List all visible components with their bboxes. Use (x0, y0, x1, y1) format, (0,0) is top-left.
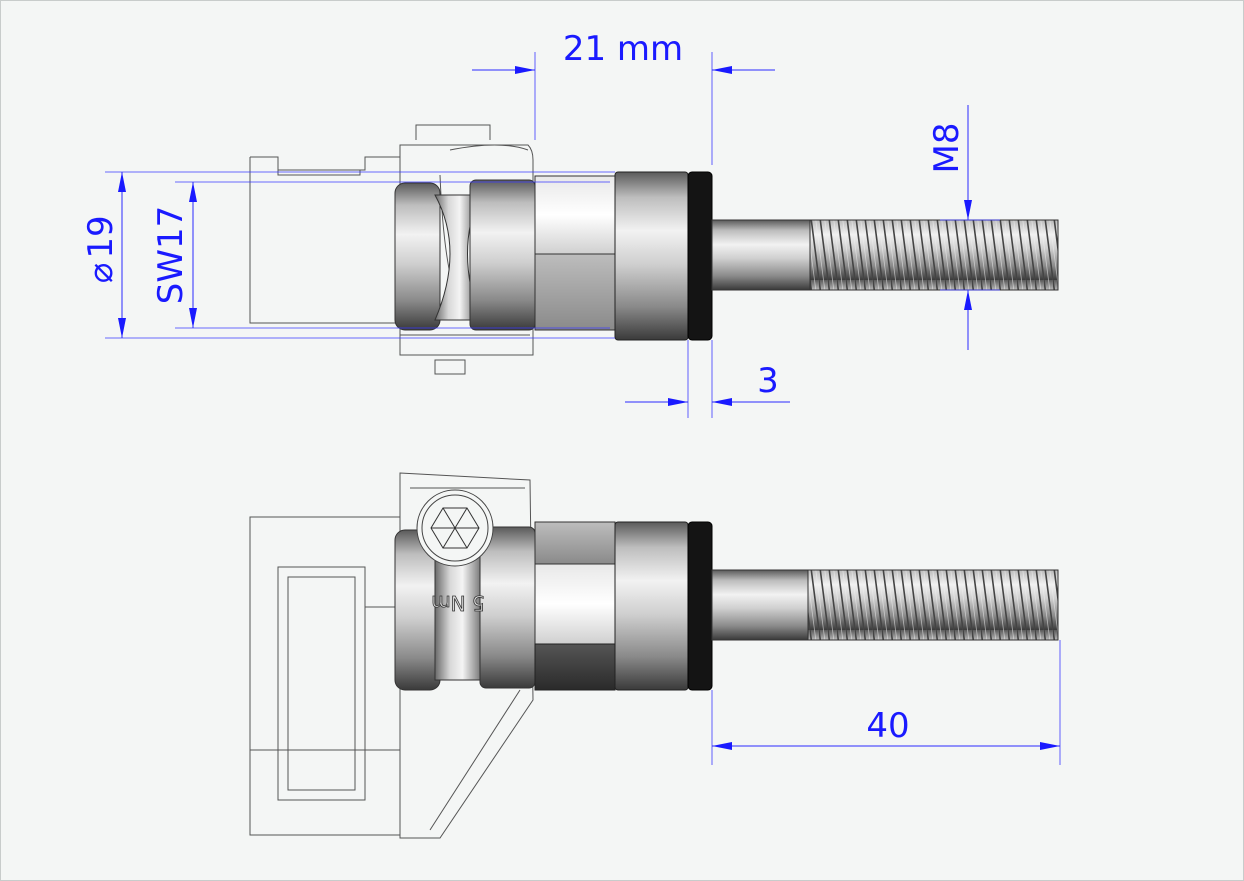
hex-flat-bottom (534, 253, 616, 331)
hex-flat-top (534, 175, 616, 255)
washer (687, 171, 713, 341)
dimension-21mm: 21 mm (472, 29, 775, 165)
adapter-body-side: 5 Nm (394, 489, 1059, 691)
bottom-view: 5 Nm 40 (249, 472, 1061, 839)
torque-marking: 5 Nm (431, 591, 485, 615)
dimension-label-19: 19 (81, 215, 121, 258)
diameter-symbol: ⌀ (81, 263, 121, 283)
dimension-40: 40 (711, 640, 1061, 765)
top-view: 21 mm M8 ⌀ 19 SW17 (81, 29, 1059, 418)
dimension-label-40: 40 (866, 706, 909, 746)
dimension-label-21mm: 21 mm (563, 29, 683, 69)
bolt-thread (809, 219, 1059, 291)
bracket-outline (249, 124, 534, 375)
dimension-label-m8: M8 (927, 123, 967, 174)
dimension-m8: M8 (927, 105, 1000, 350)
set-screw (434, 359, 466, 375)
washer-side (687, 521, 713, 691)
hex-socket-icon (416, 489, 494, 567)
bolt-shank (711, 219, 811, 291)
dimension-label-3: 3 (757, 361, 779, 401)
adapter-body (394, 171, 1059, 341)
dimension-3: 3 (625, 340, 790, 418)
dimension-sw17: SW17 (151, 181, 610, 329)
dimension-label-sw17: SW17 (151, 206, 191, 304)
dimension-diameter-19: ⌀ 19 (81, 171, 615, 339)
